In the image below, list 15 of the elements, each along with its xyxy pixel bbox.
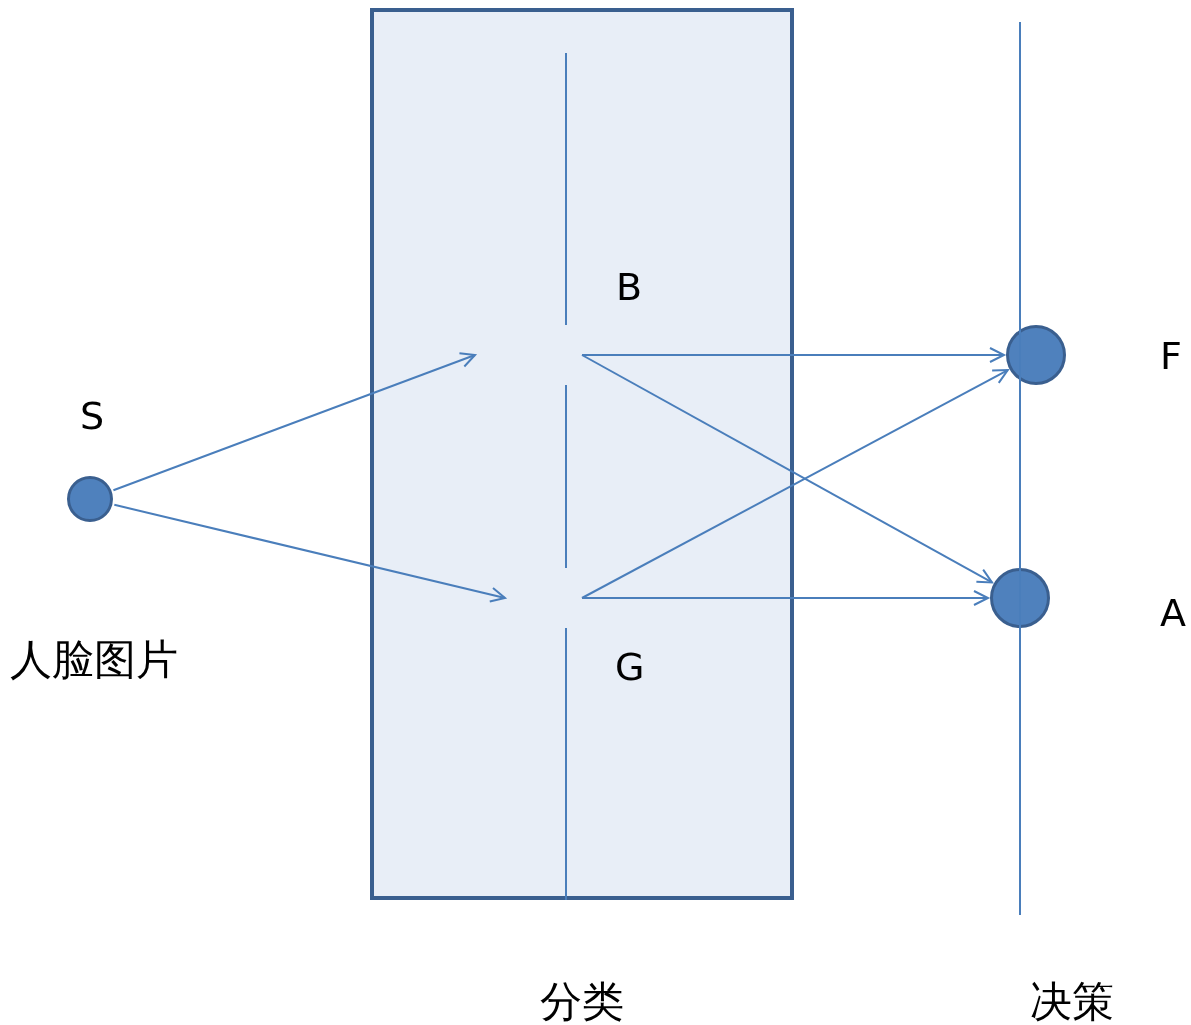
arrow: [581, 347, 1005, 363]
column-caption: 决策: [1030, 976, 1114, 1025]
node-label: B: [616, 268, 643, 306]
node-label: G: [615, 648, 645, 686]
node-label: 人脸图片: [10, 634, 178, 686]
node-label: F: [1160, 333, 1182, 380]
arrow: [581, 590, 989, 606]
arrow: [581, 354, 993, 584]
node-label: S: [80, 393, 105, 440]
arrow: [112, 352, 476, 492]
classifier-panel: [370, 8, 794, 900]
arrow: [113, 503, 506, 603]
arrow: [581, 369, 1009, 599]
panel-caption: 分类: [540, 976, 624, 1025]
node-label: A: [1160, 590, 1186, 637]
